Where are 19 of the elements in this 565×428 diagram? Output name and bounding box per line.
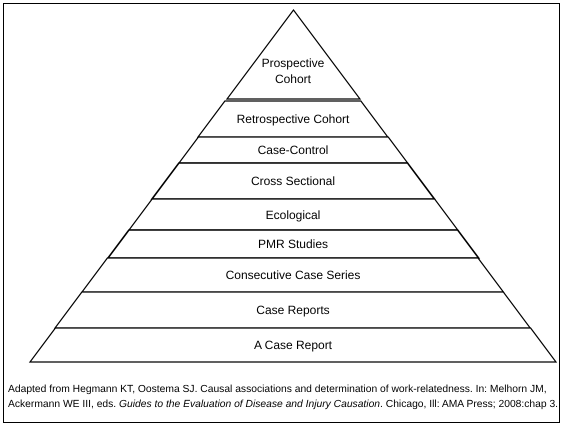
tier-label: PMR Studies — [258, 236, 328, 252]
pyramid-tier — [198, 101, 388, 137]
tier-label: Ecological — [266, 206, 320, 223]
tier-label: Consecutive Case Series — [226, 266, 360, 284]
tier-label: Retrospective Cohort — [236, 110, 350, 128]
tier-label: Case Reports — [256, 302, 330, 318]
caption: Adapted from Hegmann KT, Oostema SJ. Causal associations and determination of work-relatedness. In: Melhorn JM, Ackermann WE III, eds. Guides to the Evaluation of Disease and Injury Causation. Chicago, Ill: AMA Press; 2008:chap 3. — [8, 383, 560, 412]
tier-label: A Case Report — [254, 336, 332, 354]
pyramid-tier — [82, 258, 504, 292]
pyramid-tier — [128, 199, 458, 230]
pyramid-apex — [226, 10, 360, 99]
pyramid-tier — [30, 328, 556, 362]
tier-label: Cross Sectional — [250, 172, 335, 190]
pyramid-tier — [55, 292, 531, 328]
tier-label: Prospective Cohort — [260, 54, 326, 87]
pyramid-tier — [152, 163, 434, 199]
pyramid-tier — [178, 137, 408, 163]
tier-label: Case-Control — [258, 142, 328, 158]
pyramid-tier — [108, 230, 478, 258]
